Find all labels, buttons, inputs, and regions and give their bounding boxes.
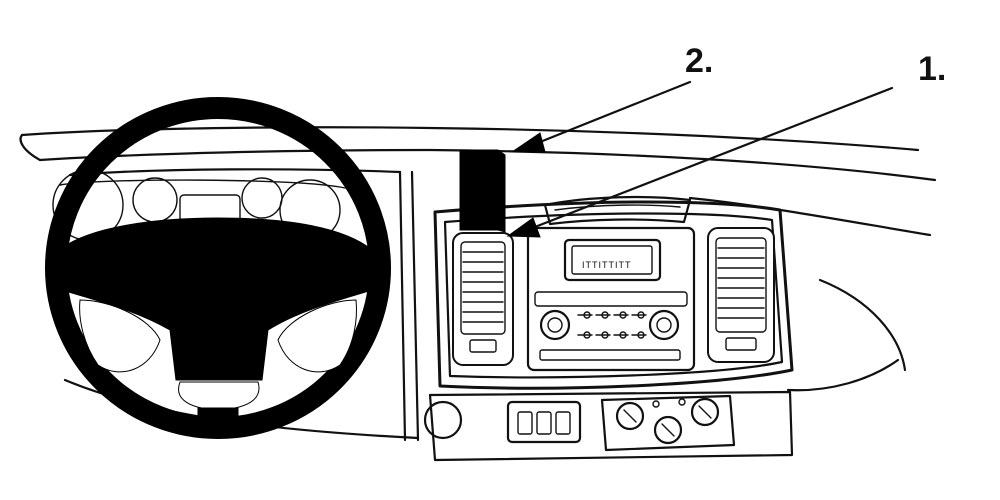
radio-volume-knob: [539, 309, 571, 341]
radio-display-text: ITTITTITT: [582, 260, 632, 270]
callout-label-1: 1.: [918, 50, 946, 88]
callout-label-2: 2.: [685, 42, 713, 80]
switch-panel: [506, 400, 582, 444]
climate-knob-left: [615, 401, 645, 431]
climate-knob-right: [690, 397, 720, 427]
callout-leaders: [506, 80, 894, 238]
steering-wheel: [45, 97, 391, 439]
round-button: [423, 400, 463, 440]
climate-knob-centre: [653, 415, 683, 445]
left-air-vent: [452, 232, 514, 366]
centre-console: [433, 200, 794, 390]
mount-holder: [459, 149, 506, 233]
radio-unit: ITTITTITT: [526, 226, 696, 372]
radio-tune-knob: [648, 309, 680, 341]
lower-console: [423, 390, 794, 462]
right-air-vent: [707, 227, 775, 363]
top-display-slot: [543, 195, 692, 226]
